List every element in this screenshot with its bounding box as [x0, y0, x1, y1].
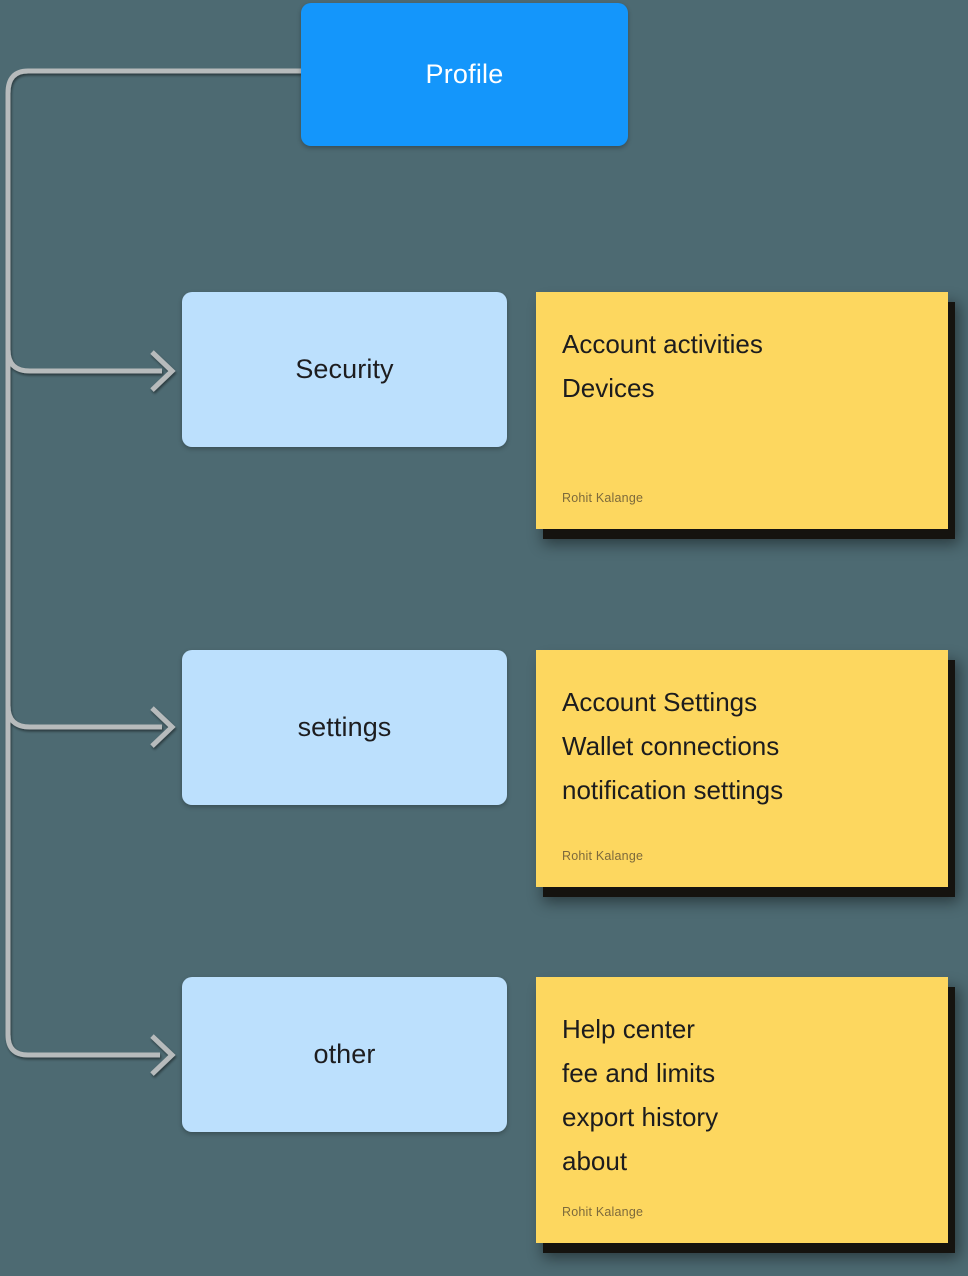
- sticky-note-settings[interactable]: Account Settings Wallet connections noti…: [536, 650, 948, 887]
- arrow-right-icon: [150, 350, 176, 392]
- node-other-label: other: [313, 1039, 376, 1069]
- sticky-note-security-lines: Account activities Devices: [562, 322, 948, 410]
- node-profile-label: Profile: [425, 59, 504, 89]
- sticky-note-line: Account activities: [562, 329, 763, 359]
- sticky-note-security[interactable]: Account activities Devices Rohit Kalange: [536, 292, 948, 529]
- sticky-note-line: Wallet connections: [562, 731, 780, 761]
- sticky-note-settings-lines: Account Settings Wallet connections noti…: [562, 680, 948, 812]
- connector-trunk: [5, 68, 301, 1058]
- sticky-note-line: about: [562, 1146, 628, 1176]
- connector-branch-2: [5, 705, 162, 730]
- node-settings-label: settings: [297, 712, 392, 742]
- sticky-note-line: fee and limits: [562, 1058, 716, 1088]
- arrow-right-icon: [150, 706, 176, 748]
- node-profile[interactable]: Profile: [301, 3, 628, 146]
- node-settings[interactable]: settings: [182, 650, 507, 805]
- sticky-note-author: Rohit Kalange: [562, 1205, 644, 1219]
- node-other[interactable]: other: [182, 977, 507, 1132]
- sticky-note-line: notification settings: [562, 775, 784, 805]
- sticky-note-line: export history: [562, 1102, 719, 1132]
- sticky-note-author: Rohit Kalange: [562, 491, 644, 505]
- sticky-note-line: Devices: [562, 373, 655, 403]
- connector-branch-1: [5, 349, 162, 374]
- arrow-right-icon: [150, 1034, 176, 1076]
- node-security[interactable]: Security: [182, 292, 507, 447]
- sticky-note-line: Account Settings: [562, 687, 758, 717]
- node-security-label: Security: [295, 354, 394, 384]
- sticky-note-other-lines: Help center fee and limits export histor…: [562, 1007, 948, 1183]
- sticky-note-line: Help center: [562, 1014, 695, 1044]
- sticky-note-other[interactable]: Help center fee and limits export histor…: [536, 977, 948, 1243]
- sticky-note-author: Rohit Kalange: [562, 849, 644, 863]
